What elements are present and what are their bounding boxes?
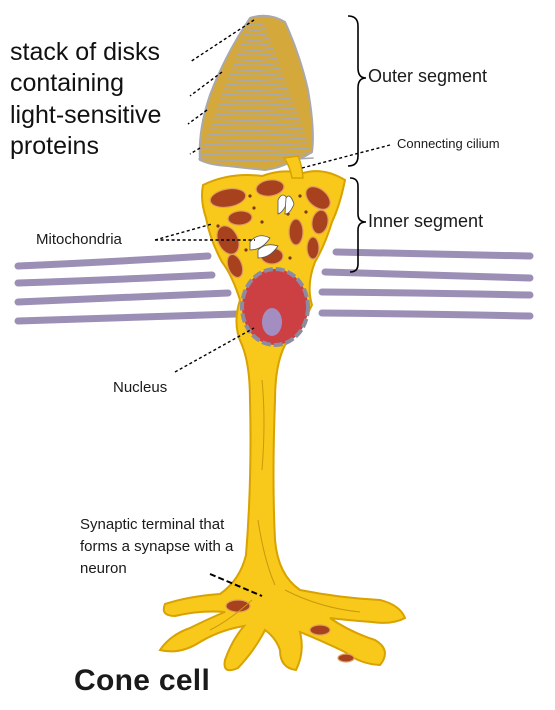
disk-line — [216, 107, 296, 112]
disk-line — [200, 152, 312, 157]
disks-label-line-3: light-sensitive — [10, 101, 162, 129]
mitochondrion — [337, 653, 355, 663]
disk-line — [201, 147, 311, 152]
disk-lines — [198, 22, 314, 162]
disk-line — [209, 127, 303, 132]
inner-segment-bracket — [349, 177, 367, 273]
disk-line — [222, 92, 290, 97]
disk-line — [233, 62, 279, 67]
disk-line — [240, 42, 272, 47]
synaptic-terminal-label: Synaptic terminal that forms a synapse w… — [80, 516, 234, 577]
axon-texture — [209, 379, 361, 631]
disk-line — [236, 52, 276, 57]
disk-line — [231, 67, 281, 72]
disk-line — [227, 77, 285, 82]
disks-label-line-2: containing — [10, 69, 124, 97]
membrane-lines-right — [318, 248, 534, 320]
mitochondrion — [227, 210, 253, 226]
disk-line — [229, 72, 283, 77]
disk-line — [207, 132, 305, 137]
disk-stack — [198, 14, 314, 172]
disk-line — [247, 22, 265, 27]
mitochondrion — [226, 253, 244, 279]
connecting-cilium — [282, 155, 304, 179]
disk-line — [205, 137, 307, 142]
nucleus-label: Nucleus — [113, 379, 168, 396]
cell-body — [158, 170, 407, 672]
mitochondrion — [255, 179, 285, 197]
nucleolus — [262, 308, 282, 336]
disk-line — [223, 87, 289, 92]
figure-title: Cone cell — [74, 664, 211, 697]
disk-line — [242, 37, 270, 42]
disk-line — [211, 122, 301, 127]
mitochondria-group — [209, 179, 355, 663]
inner-segment-label: Inner segment — [368, 211, 484, 231]
mitochondrion — [306, 236, 320, 260]
disk-line — [234, 57, 278, 62]
disk-line — [243, 32, 269, 37]
mitochondrion — [305, 186, 331, 210]
disk-line — [220, 97, 292, 102]
disk-line — [214, 112, 298, 117]
disk-line — [203, 142, 309, 147]
disk-line — [238, 47, 274, 52]
mitochondrion — [309, 624, 331, 636]
mitochondrion — [225, 599, 251, 613]
disk-line — [198, 157, 314, 162]
disks-label-line-1: stack of disks — [10, 38, 161, 66]
leader-lines — [154, 19, 391, 597]
nucleus-envelope — [240, 267, 310, 347]
membrane-lines-left — [14, 252, 240, 325]
mitochondrion — [209, 188, 247, 208]
disk-line — [218, 102, 294, 107]
mitochondrion — [288, 218, 304, 246]
mitochondria-label: Mitochondria — [36, 231, 122, 248]
disk-line — [225, 82, 287, 87]
outer-segment-bracket — [347, 15, 367, 167]
connecting-cilium-label: Connecting cilium — [397, 136, 500, 151]
mitochondrion — [311, 209, 329, 235]
disk-line — [212, 117, 300, 122]
disk-line — [245, 27, 267, 32]
disks-label-line-4: proteins — [10, 132, 99, 160]
outer-segment-label: Outer segment — [368, 66, 488, 86]
